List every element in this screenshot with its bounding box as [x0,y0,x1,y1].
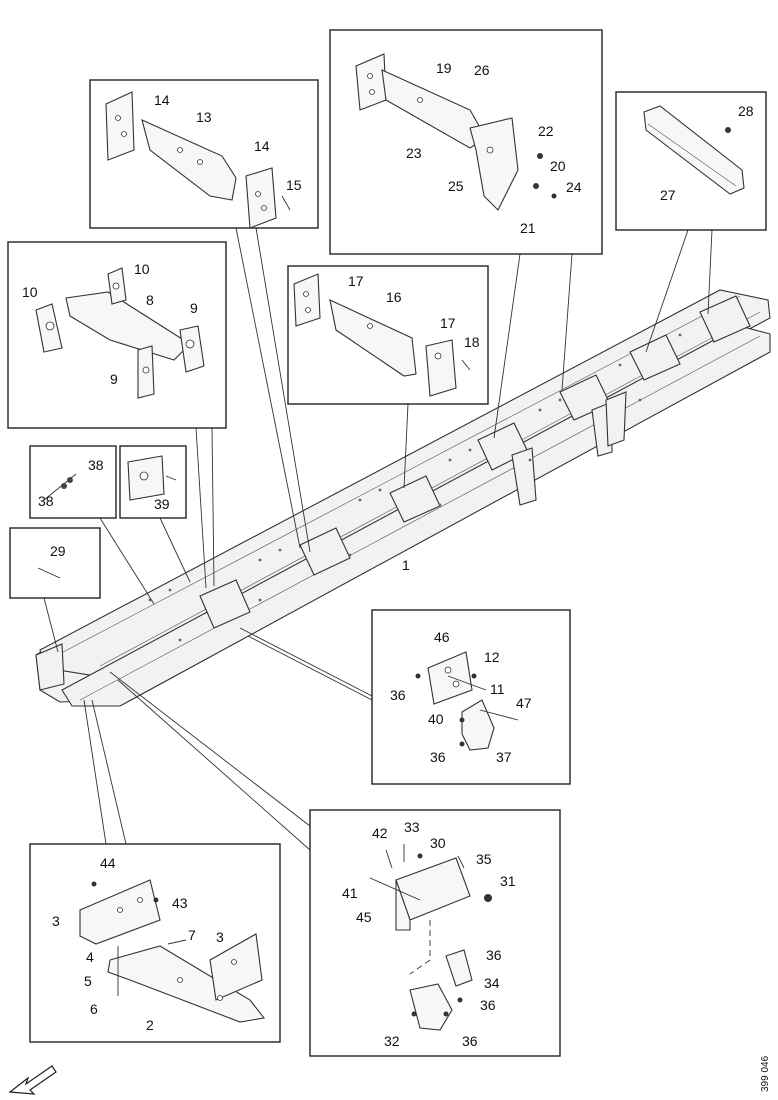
callout-9: 9 [110,371,118,387]
callout-42: 42 [372,825,388,841]
callout-28: 28 [738,103,754,119]
callout-35: 35 [476,851,492,867]
callout-25: 25 [448,178,464,194]
leader-lines [43,227,713,851]
callout-14: 14 [154,92,170,108]
callout-8: 8 [146,292,154,308]
callout-34: 34 [484,975,500,991]
callout-37: 37 [496,749,512,765]
front-direction-arrow-icon [8,1065,57,1095]
callout-17: 17 [348,273,364,289]
callout-16: 16 [386,289,402,305]
callout-10: 10 [22,284,38,300]
callout-14: 14 [254,138,270,154]
inset-bolts-38: 38 38 [29,445,117,519]
callout-36: 36 [430,749,446,765]
callout-38: 38 [88,457,104,473]
inset-cross-member-16: 17 16 17 18 [287,265,489,405]
inset-cross-member-13: 14 13 14 15 [89,79,319,229]
callout-17: 17 [440,315,456,331]
callout-44: 44 [100,855,116,871]
inset-cross-member-27: 28 27 [615,91,767,231]
callout-9: 9 [190,300,198,316]
callout-46: 46 [434,629,450,645]
callout-23: 23 [406,145,422,161]
callout-47: 47 [516,695,532,711]
callout-36: 36 [486,947,502,963]
callout-33: 33 [404,819,420,835]
callout-45: 45 [356,909,372,925]
callout-24: 24 [566,179,582,195]
callout-43: 43 [172,895,188,911]
inset-bracket-45: 42 33 30 35 41 31 45 36 34 36 32 36 [309,809,561,1057]
callout-18: 18 [464,334,480,350]
callout-11: 11 [490,681,505,697]
callout-41: 41 [342,885,358,901]
callout-10: 10 [134,261,150,277]
callout-22: 22 [538,123,554,139]
inset-bolt-29: 29 [9,527,101,599]
callout-6: 6 [90,1001,98,1017]
callout-13: 13 [196,109,212,125]
callout-31: 31 [500,873,516,889]
callout-36: 36 [390,687,406,703]
inset-rear-cross-member: 44 43 3 7 3 4 5 6 2 [29,843,281,1043]
callout-30: 30 [430,835,446,851]
callout-27: 27 [660,187,676,203]
callout-36: 36 [480,997,496,1013]
callout-12: 12 [484,649,500,665]
callout-1: 1 [402,557,410,573]
callout-15: 15 [286,177,302,193]
callout-36: 36 [462,1033,478,1049]
callout-5: 5 [84,973,92,989]
callout-3: 3 [216,929,224,945]
inset-plate-39: 39 [119,445,187,519]
inset-cross-member-8: 10 10 8 9 9 [7,241,227,429]
callout-3: 3 [52,913,60,929]
callout-32: 32 [384,1033,400,1049]
inset-bracket-46: 46 12 36 11 47 40 36 37 [371,609,571,785]
callout-4: 4 [86,949,94,965]
callout-26: 26 [474,62,490,78]
callout-21: 21 [520,220,536,236]
drawing-reference-code: 399 046 [760,1055,771,1092]
callout-39: 39 [154,496,170,512]
chassis-frame [35,289,771,707]
callout-38: 38 [38,493,54,509]
callout-40: 40 [428,711,444,727]
callout-20: 20 [550,158,566,174]
callout-7: 7 [188,927,196,943]
inset-cross-member-19: 19 26 22 23 20 25 24 21 [329,29,603,255]
callout-2: 2 [146,1017,154,1033]
callout-29: 29 [50,543,66,559]
callout-19: 19 [436,60,452,76]
